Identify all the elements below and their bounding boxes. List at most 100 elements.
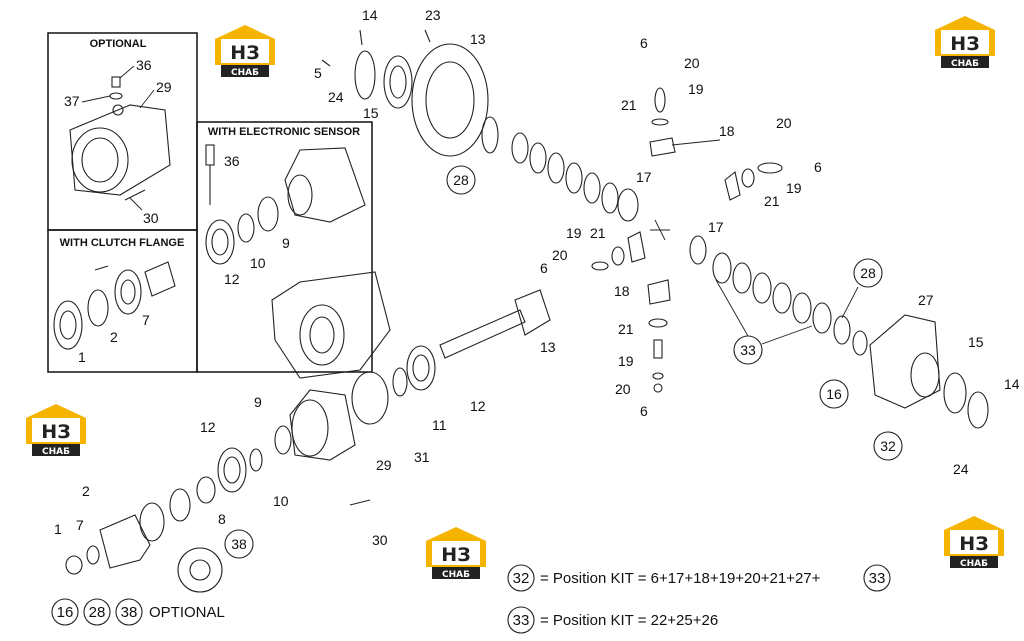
label-10-sensor: 10 xyxy=(250,255,266,271)
label-14: 14 xyxy=(362,7,378,23)
label-19-d: 19 xyxy=(618,353,634,369)
label-23: 23 xyxy=(425,7,441,23)
label-1-b: 1 xyxy=(54,521,62,537)
circle-28-upper xyxy=(446,165,476,195)
logo-bottom-center: НЗ СНАБ xyxy=(426,527,486,580)
label-12-b: 12 xyxy=(200,419,216,435)
label-15-b: 15 xyxy=(968,334,984,350)
svg-text:32: 32 xyxy=(513,570,530,587)
svg-text:СНАБ: СНАБ xyxy=(42,447,70,457)
circle-28-lower xyxy=(853,258,883,288)
optional-housing xyxy=(69,76,171,201)
label-7: 7 xyxy=(142,312,150,328)
label-21-a: 21 xyxy=(621,97,637,113)
circle-38 xyxy=(224,529,254,559)
svg-text:16: 16 xyxy=(57,604,74,621)
label-9-sensor: 9 xyxy=(282,235,290,251)
electronic-sensor-box: WITH ELECTRONIC SENSOR xyxy=(196,121,373,373)
callout-28-lower: 28 xyxy=(860,265,876,281)
main-housing xyxy=(271,271,391,379)
svg-text:28: 28 xyxy=(89,604,106,621)
svg-text:38: 38 xyxy=(121,604,138,621)
label-12: 12 xyxy=(470,398,486,414)
kit-note-33: 33 = Position KIT = 22+25+26 xyxy=(507,606,718,634)
svg-text:= Position KIT = 22+25+26: = Position KIT = 22+25+26 xyxy=(540,612,718,629)
label-9: 9 xyxy=(254,394,262,410)
svg-text:33: 33 xyxy=(869,570,886,587)
label-20-c: 20 xyxy=(552,247,568,263)
svg-text:СНАБ: СНАБ xyxy=(951,59,979,69)
kit-note-32: 32 = Position KIT = 6+17+18+19+20+21+27+… xyxy=(507,564,891,592)
label-19-a: 19 xyxy=(688,81,704,97)
label-11: 11 xyxy=(432,417,447,433)
svg-text:WITH CLUTCH FLANGE: WITH CLUTCH FLANGE xyxy=(60,237,185,249)
label-29: 29 xyxy=(376,457,392,473)
logo-top-right: НЗ СНАБ xyxy=(935,16,995,69)
label-21-c: 21 xyxy=(590,225,606,241)
label-6-b: 6 xyxy=(814,159,822,175)
label-6-c: 6 xyxy=(540,260,548,276)
label-14-b: 14 xyxy=(1004,376,1020,392)
label-21-d: 21 xyxy=(618,321,634,337)
svg-text:33: 33 xyxy=(513,612,530,629)
svg-text:НЗ: НЗ xyxy=(959,533,988,555)
svg-text:OPTIONAL: OPTIONAL xyxy=(149,604,225,621)
label-15: 15 xyxy=(363,105,379,121)
callout-38: 38 xyxy=(231,536,247,552)
label-20-b: 20 xyxy=(776,115,792,131)
sensor-parts xyxy=(205,144,366,265)
label-18-a: 18 xyxy=(719,123,735,139)
differential-case xyxy=(869,314,989,429)
label-36: 36 xyxy=(136,57,152,73)
label-2-b: 2 xyxy=(82,483,90,499)
label-36-sensor: 36 xyxy=(224,153,240,169)
label-5: 5 xyxy=(314,65,322,81)
label-8: 8 xyxy=(218,511,226,527)
label-17-upper: 17 xyxy=(636,169,652,185)
disc-pack-upper xyxy=(511,132,639,222)
label-18-b: 18 xyxy=(614,283,630,299)
label-24: 24 xyxy=(328,89,344,105)
circle-16 xyxy=(819,379,849,409)
svg-text:= Position KIT = 6+17+18+19+20: = Position KIT = 6+17+18+19+20+21+27+ xyxy=(540,570,821,587)
label-30: 30 xyxy=(372,532,388,548)
label-37: 37 xyxy=(64,93,80,109)
svg-text:СНАБ: СНАБ xyxy=(960,559,988,569)
label-10: 10 xyxy=(273,493,289,509)
yoke-parts xyxy=(65,514,223,593)
spider-top xyxy=(649,87,783,201)
lower-flange xyxy=(139,389,371,542)
label-19-c: 19 xyxy=(566,225,582,241)
label-27: 27 xyxy=(918,292,934,308)
svg-text:СНАБ: СНАБ xyxy=(231,68,259,78)
label-7-b: 7 xyxy=(76,517,84,533)
label-20-a: 20 xyxy=(684,55,700,71)
label-31: 31 xyxy=(414,449,430,465)
callout-33: 33 xyxy=(740,342,756,358)
crown-wheel-group xyxy=(321,29,499,157)
svg-text:СНАБ: СНАБ xyxy=(442,570,470,580)
disc-pack-lower xyxy=(689,235,868,356)
clutch-parts xyxy=(53,261,176,350)
callout-28-upper: 28 xyxy=(453,172,469,188)
logo-mid-left: НЗ СНАБ xyxy=(26,404,86,457)
callout-16: 16 xyxy=(826,386,842,402)
label-24-b: 24 xyxy=(953,461,969,477)
svg-text:НЗ: НЗ xyxy=(230,42,259,64)
circle-32 xyxy=(873,431,903,461)
svg-text:НЗ: НЗ xyxy=(950,33,979,55)
label-20-d: 20 xyxy=(615,381,631,397)
label-13: 13 xyxy=(470,31,486,47)
svg-text:НЗ: НЗ xyxy=(441,544,470,566)
label-30: 30 xyxy=(143,210,159,226)
svg-text:WITH ELECTRONIC SENSOR: WITH ELECTRONIC SENSOR xyxy=(208,126,360,138)
optional-note: 16 28 38 OPTIONAL xyxy=(51,598,225,626)
label-12-sensor: 12 xyxy=(224,271,240,287)
label-21-b: 21 xyxy=(764,193,780,209)
svg-text:НЗ: НЗ xyxy=(41,421,70,443)
label-6-d: 6 xyxy=(640,403,648,419)
pinion-shaft xyxy=(392,289,551,397)
spider-middle xyxy=(591,219,671,393)
label-2: 2 xyxy=(110,329,118,345)
